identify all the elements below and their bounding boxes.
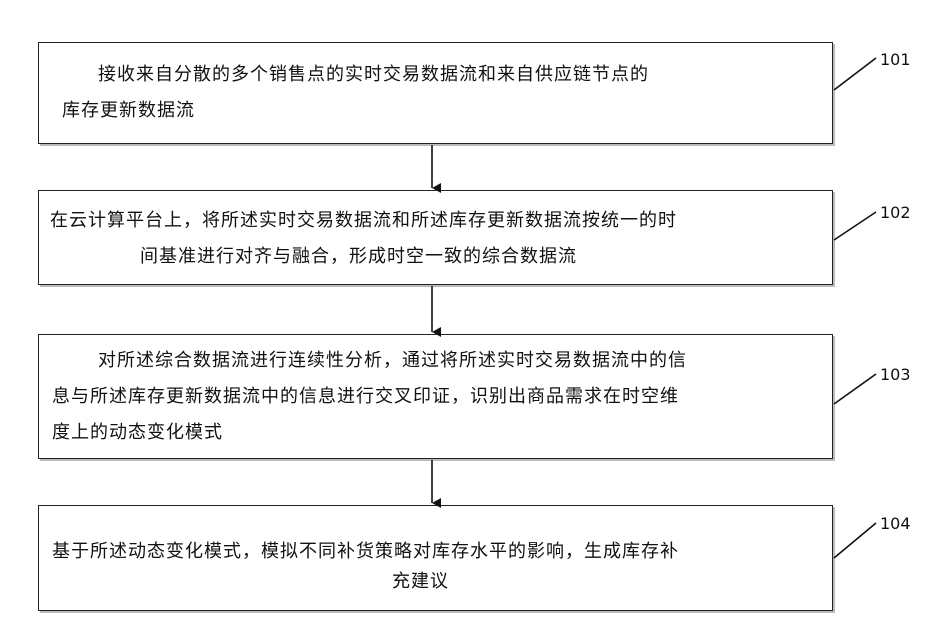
leader-103 [834, 374, 876, 404]
leader-104 [834, 523, 876, 558]
leader-101 [834, 58, 876, 90]
leader-102 [834, 212, 876, 240]
